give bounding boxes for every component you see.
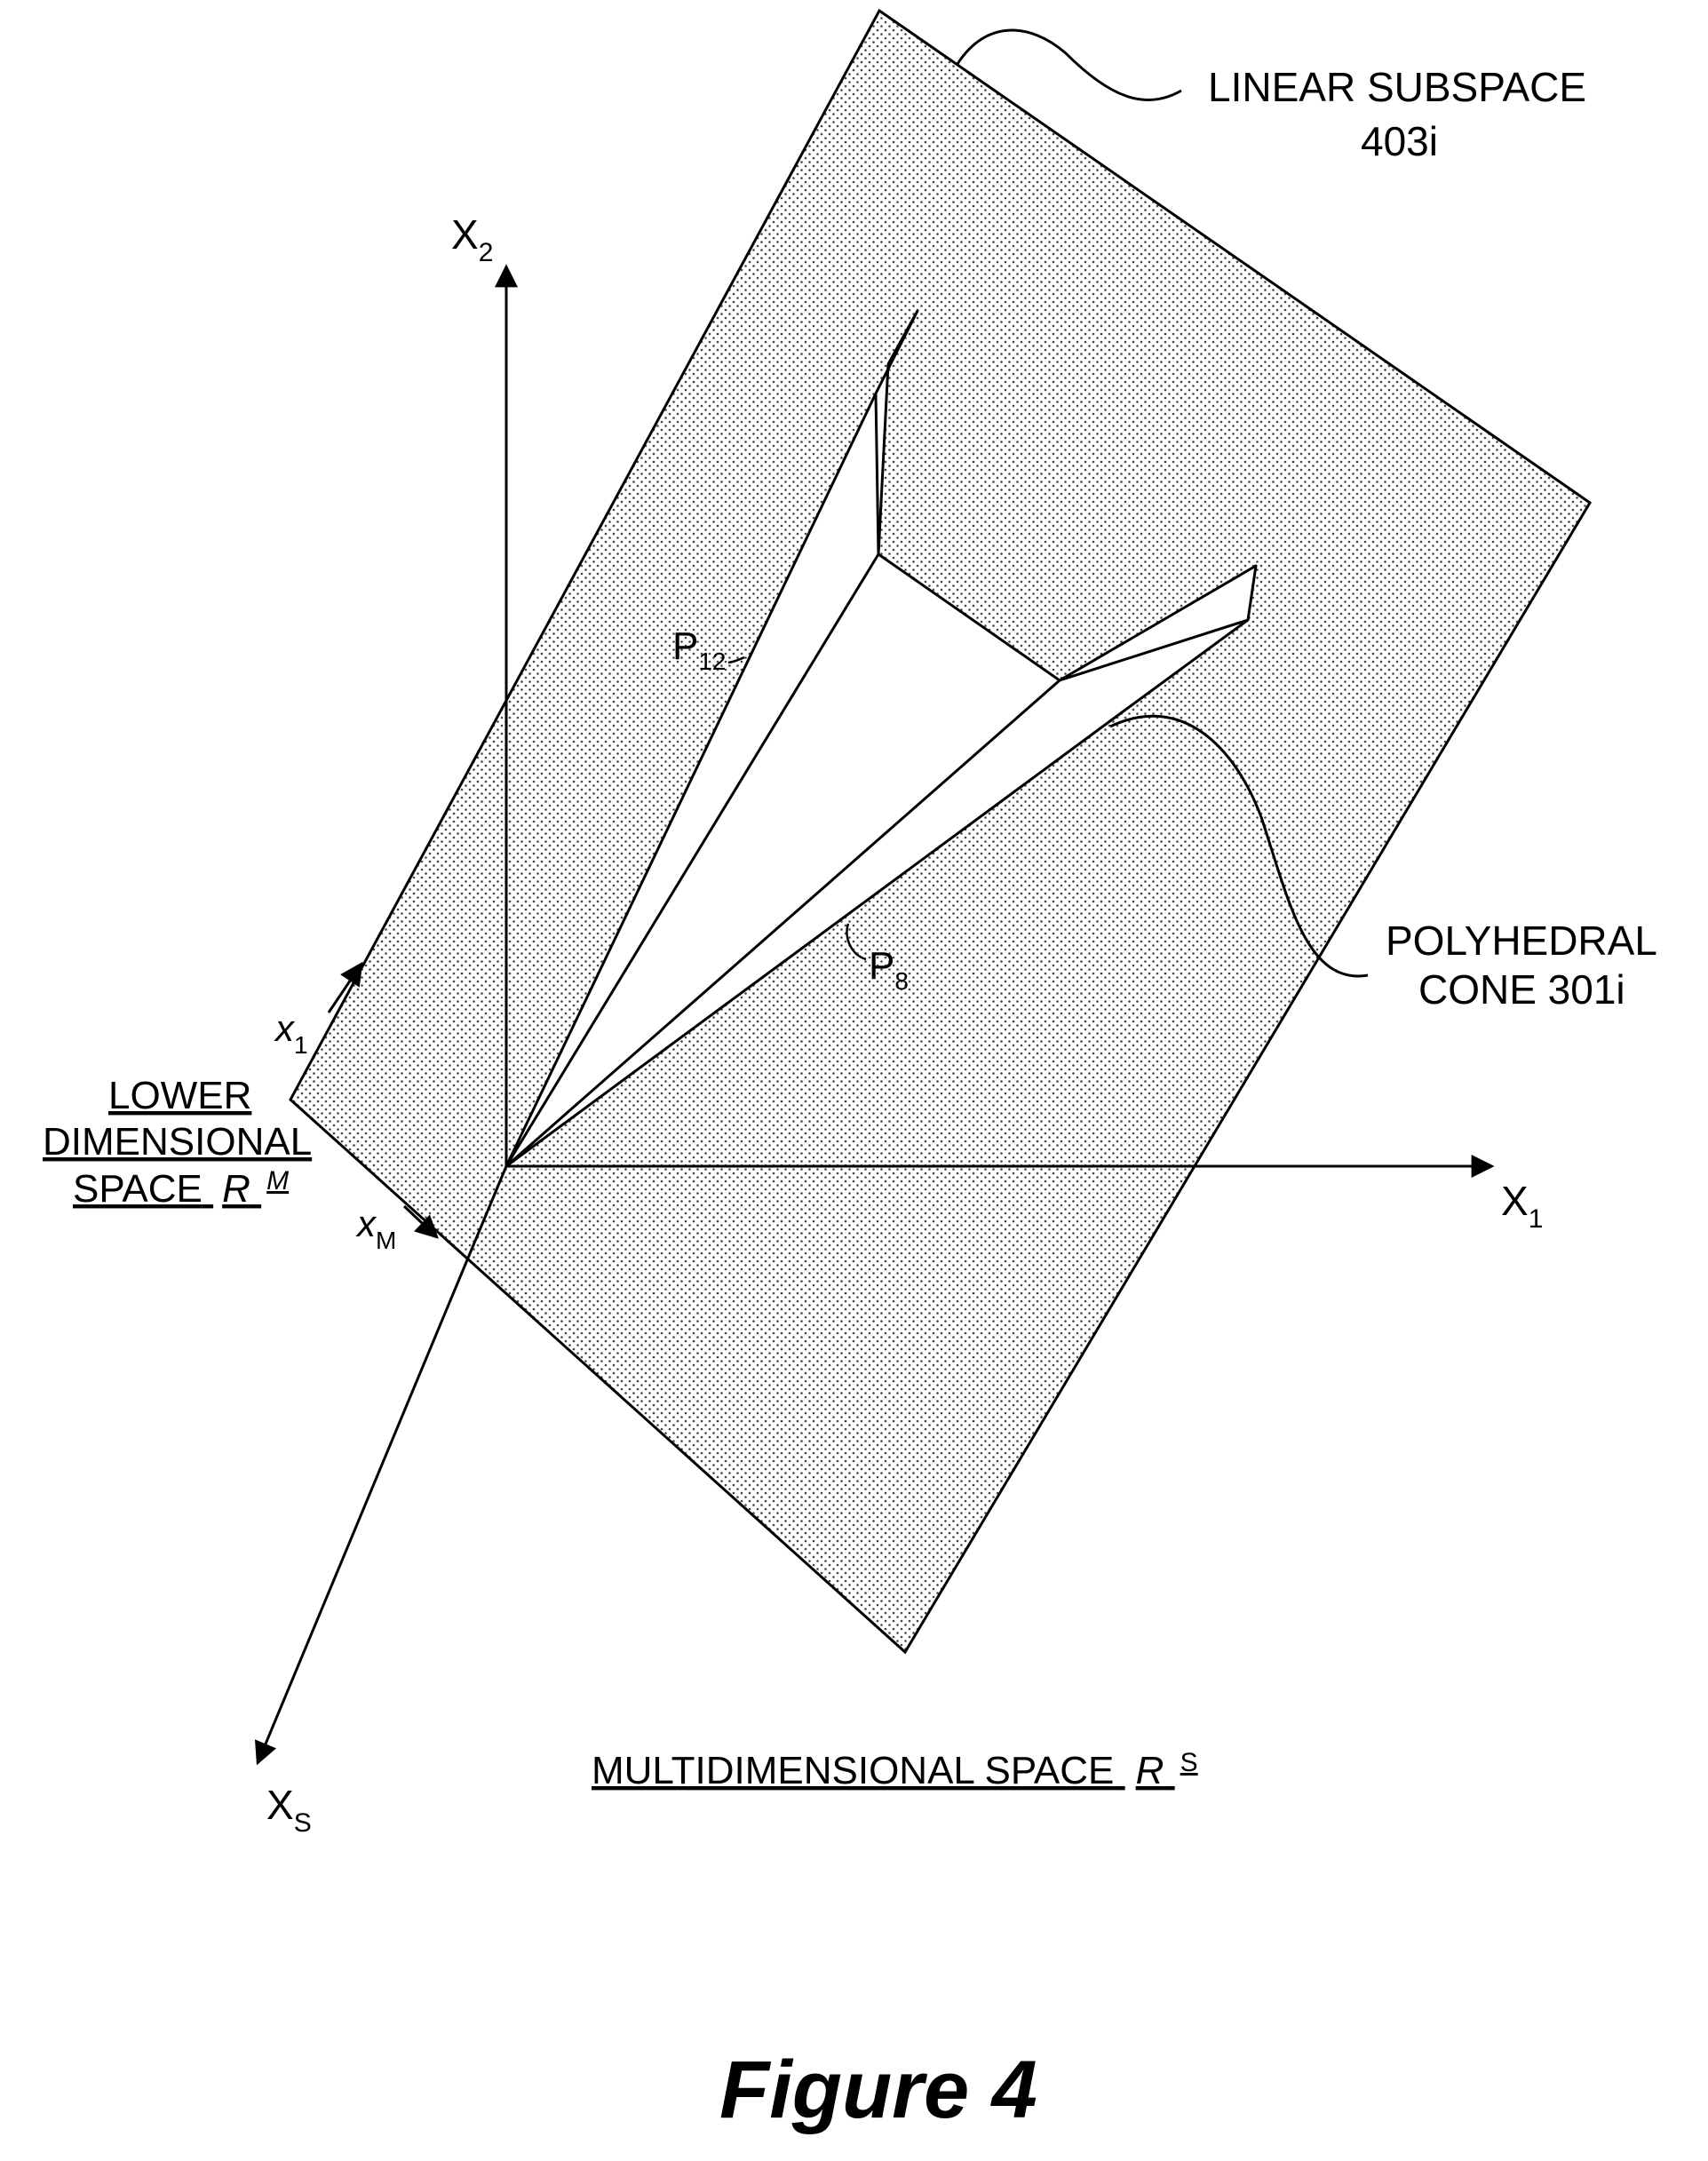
p12-label: P12 <box>672 624 727 675</box>
polyhedral-cone <box>506 311 1256 1166</box>
svg-text:DIMENSIONAL: DIMENSIONAL <box>43 1120 312 1164</box>
x1-axis-label: X1 <box>1501 1178 1543 1234</box>
figure-title: Figure 4 <box>719 2045 1037 2135</box>
p12-leader <box>727 655 745 664</box>
linear-subspace-label: LINEAR SUBSPACE 403i <box>1208 64 1598 164</box>
x2-axis-label: X2 <box>451 211 493 267</box>
polyhedral-cone-edges <box>504 309 1258 1168</box>
lower-space-label: LOWER DIMENSIONAL SPACE R M <box>43 1074 312 1211</box>
x1-local-arrow <box>327 961 363 1013</box>
xs-axis <box>255 1165 508 1766</box>
xs-axis-label: XS <box>266 1782 312 1838</box>
xm-local-label: xM <box>355 1203 396 1254</box>
p8-leader <box>846 923 867 961</box>
x1-local-label: x1 <box>274 1007 308 1059</box>
xm-local-arrow <box>402 1204 439 1239</box>
polyhedral-cone-label: POLYHEDRAL CONE 301i <box>1386 918 1667 1013</box>
multidimensional-space-label: MULTIDIMENSIONAL SPACE R S <box>592 1748 1198 1792</box>
svg-text:LOWER: LOWER <box>108 1074 251 1117</box>
p8-label: P8 <box>869 944 909 995</box>
linear-subspace-leader <box>956 28 1182 102</box>
polyhedral-cone-leader <box>1109 714 1369 978</box>
svg-text:SPACE R M: SPACE R M <box>73 1166 289 1211</box>
